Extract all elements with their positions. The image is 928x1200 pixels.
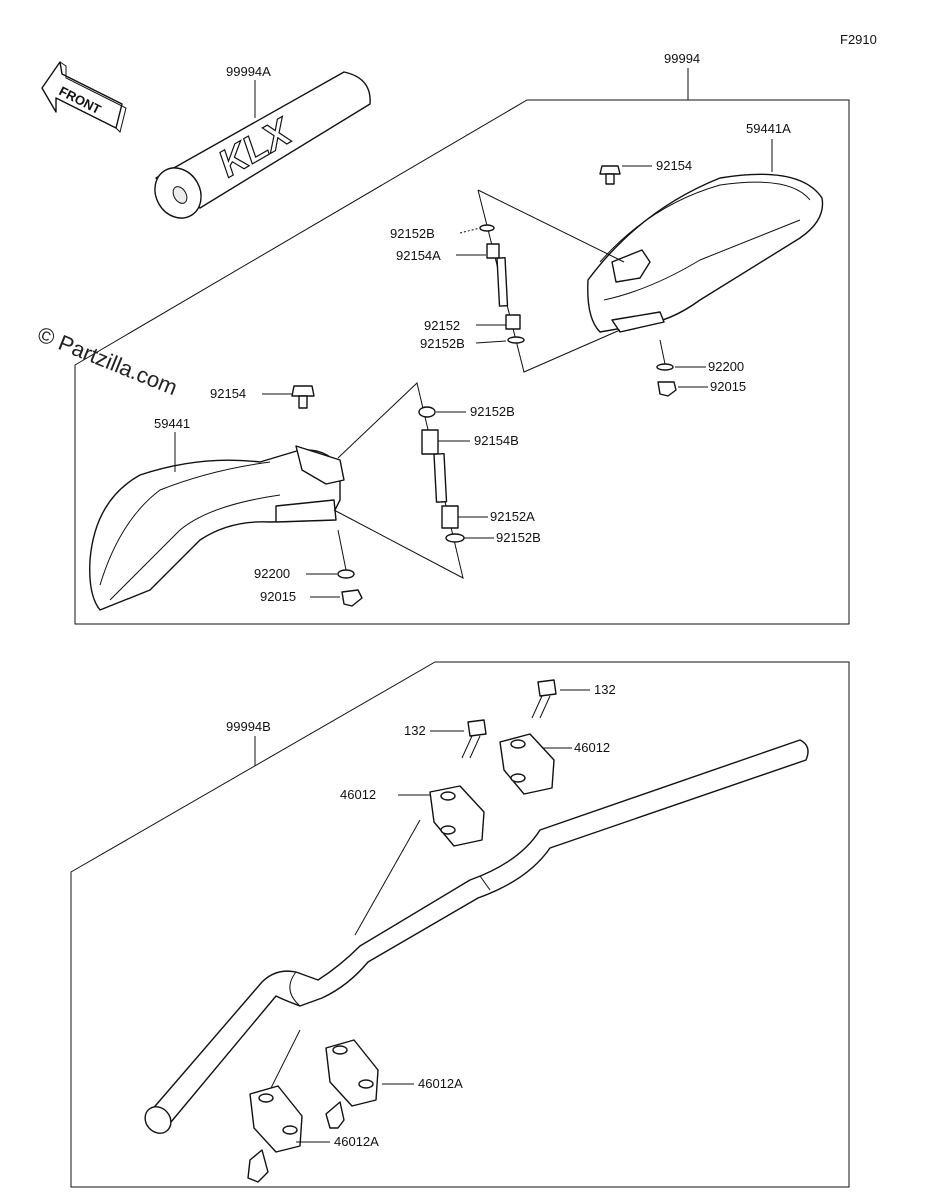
washer-92200-left [337, 569, 355, 579]
bolt-92154-right [599, 165, 621, 185]
callout-92154B: 92154B [474, 433, 519, 448]
handlebar-holder-46012A-right [325, 1039, 379, 1129]
hand-guard-right [587, 173, 824, 333]
callout-99994: 99994 [664, 51, 700, 66]
washer-92152B-mid [507, 336, 525, 344]
washer-92152B-left-top [418, 406, 436, 418]
callout-92200-left: 92200 [254, 566, 290, 581]
callout-132-lower: 132 [404, 723, 426, 738]
washer-92152B-left-bottom [445, 533, 465, 543]
handlebar-pad: KLX [154, 71, 371, 219]
handlebar [144, 739, 809, 1134]
handlebar-holder-46012A-left [247, 1085, 303, 1183]
callout-92152A: 92152A [490, 509, 535, 524]
bolt-132-upper [531, 679, 557, 719]
callout-92154-left: 92154 [210, 386, 246, 401]
collar-92152 [505, 314, 521, 330]
callout-132-upper: 132 [594, 682, 616, 697]
callout-92152B-left-top: 92152B [470, 404, 515, 419]
bolt-92154-left [291, 385, 315, 409]
bolt-132-lower [461, 719, 487, 759]
callout-46012A-right: 46012A [418, 1076, 463, 1091]
callout-46012-left: 46012 [340, 787, 376, 802]
bolt-92154B [421, 429, 448, 503]
callout-99994B: 99994B [226, 719, 271, 734]
watermark: © Partzilla.com [34, 321, 181, 400]
washer-92152B-top [479, 224, 495, 232]
callout-46012A-left: 46012A [334, 1134, 379, 1149]
callout-46012-right: 46012 [574, 740, 610, 755]
callout-59441A: 59441A [746, 121, 791, 136]
callout-92200-right: 92200 [708, 359, 744, 374]
callout-92152B-top: 92152B [390, 226, 435, 241]
callout-92152B-mid: 92152B [420, 336, 465, 351]
nut-92015-right [657, 381, 677, 397]
callout-92152: 92152 [424, 318, 460, 333]
callout-92152B-left-bottom: 92152B [496, 530, 541, 545]
front-arrow-icon: FRONT [41, 61, 127, 133]
callout-92154-right: 92154 [656, 158, 692, 173]
figure-code: F2910 [840, 32, 877, 47]
callout-59441: 59441 [154, 416, 190, 431]
callout-92015-left: 92015 [260, 589, 296, 604]
group-frame-99994 [74, 99, 850, 625]
callout-92015-right: 92015 [710, 379, 746, 394]
washer-92200-right [656, 363, 674, 371]
group-frame-99994B [70, 661, 850, 1188]
hand-guard-left [89, 445, 345, 611]
handlebar-clamp-46012-left [429, 785, 485, 847]
callout-99994A: 99994A [226, 64, 271, 79]
collar-92152A [441, 505, 459, 529]
nut-92015-left [341, 589, 363, 607]
bolt-92154A [486, 243, 509, 307]
handlebar-clamp-46012-right [499, 733, 555, 795]
callout-92154A: 92154A [396, 248, 441, 263]
